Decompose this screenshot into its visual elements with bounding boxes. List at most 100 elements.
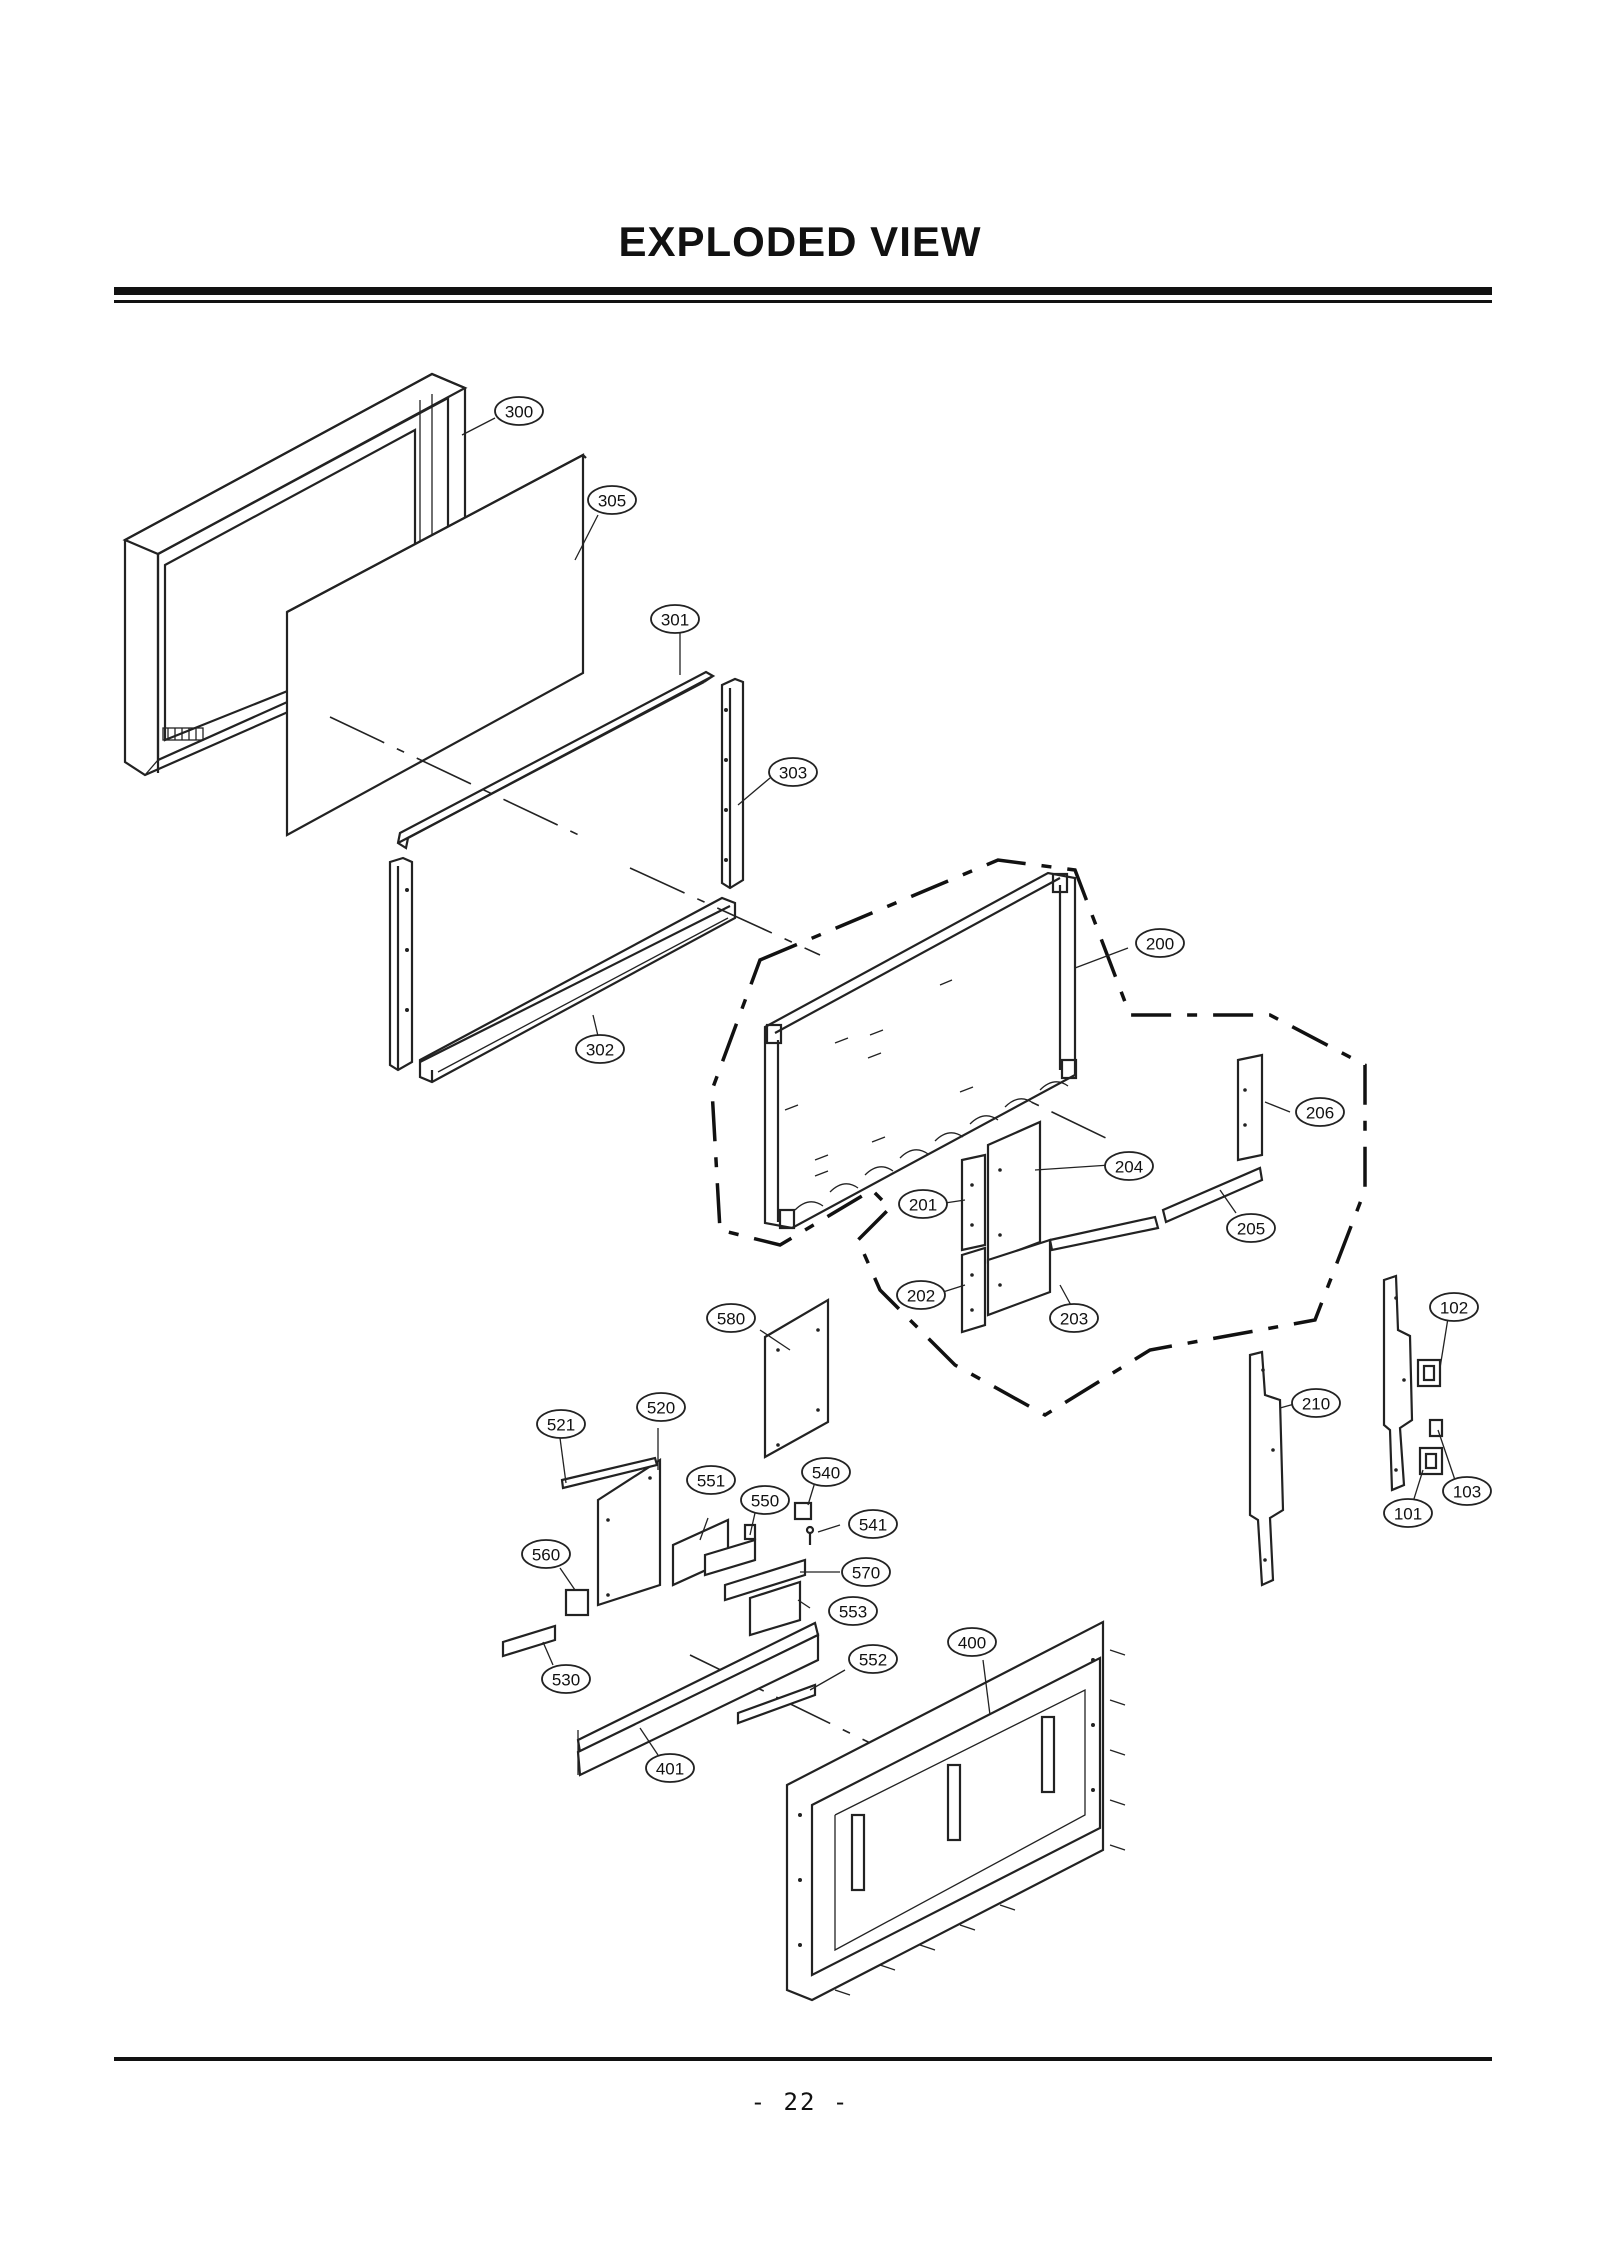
callout-305: 305 [587,485,637,515]
speaker-103-part [1428,1418,1444,1438]
board-520-part [596,1457,662,1607]
bracket-553-part [748,1580,802,1637]
callout-label: 580 [717,1310,745,1329]
callout-bubble [706,1303,756,1333]
callout-302: 302 [575,1034,625,1064]
bracket-570-part [723,1558,807,1602]
callout-bubble [1442,1476,1492,1506]
callout-label: 300 [505,403,533,422]
callout-label: 550 [751,1492,779,1511]
bottom-bracket-part [418,896,737,1084]
callout-bubble [645,1753,695,1783]
callout-551: 551 [686,1465,736,1495]
callout-label: 303 [779,764,807,783]
callout-label: 401 [656,1760,684,1779]
callout-bubble [848,1509,898,1539]
board-203-part [986,1215,1160,1317]
callout-bubble [740,1485,790,1515]
board-580-part [763,1298,830,1459]
callout-206: 206 [1295,1097,1345,1127]
part-550 [703,1523,757,1577]
connector-521-part [560,1456,659,1490]
callout-580: 580 [706,1303,756,1333]
callout-label: 552 [859,1651,887,1670]
callout-label: 400 [958,1634,986,1653]
callout-552: 552 [848,1644,898,1674]
callout-label: 204 [1115,1158,1143,1177]
callout-bubble [841,1557,891,1587]
callout-label: 560 [532,1546,560,1565]
speaker-bracket-210-part [1248,1350,1285,1587]
callout-bubble [898,1189,948,1219]
callout-550: 550 [740,1485,790,1515]
callout-label: 203 [1060,1310,1088,1329]
callout-bubble [686,1465,736,1495]
speaker-101-part [1418,1446,1444,1476]
callout-label: 200 [1146,935,1174,954]
callout-520: 520 [636,1392,686,1422]
right-side-bracket-part [720,677,745,890]
callout-bubble [587,485,637,515]
callout-label: 101 [1394,1505,1422,1524]
callout-label: 302 [586,1041,614,1060]
callout-202: 202 [896,1280,946,1310]
callout-bubble [1104,1151,1154,1181]
callout-553: 553 [828,1596,878,1626]
callout-540: 540 [801,1457,851,1487]
callout-label: 103 [1453,1483,1481,1502]
callout-label: 201 [909,1196,937,1215]
callout-102: 102 [1429,1292,1479,1322]
callout-bubble [768,757,818,787]
callout-label: 305 [598,492,626,511]
callout-521: 521 [536,1409,586,1439]
callout-205: 205 [1226,1213,1276,1243]
callout-label: 553 [839,1603,867,1622]
speaker-bracket-right-part [1382,1274,1414,1492]
board-205-part [1161,1166,1264,1224]
callout-bubble [1135,928,1185,958]
callout-bubble [1383,1498,1433,1528]
callout-label: 551 [697,1472,725,1491]
callout-210: 210 [1291,1388,1341,1418]
board-204-part [986,1120,1042,1264]
board-201-part [960,1153,987,1252]
stand-bracket-401-part [576,1621,820,1777]
callout-label: 530 [552,1671,580,1690]
back-cover-400-part [785,1620,1126,2002]
callout-label: 540 [812,1464,840,1483]
callout-541: 541 [848,1509,898,1539]
callout-bubble [575,1034,625,1064]
left-side-bracket-part [388,856,414,1072]
callout-200: 200 [1135,928,1185,958]
callout-570: 570 [841,1557,891,1587]
callout-bubble [650,604,700,634]
callout-label: 301 [661,611,689,630]
callout-bubble [947,1627,997,1657]
callout-label: 205 [1237,1220,1265,1239]
callout-101: 101 [1383,1498,1433,1528]
part-541 [805,1525,815,1545]
callout-bubble [801,1457,851,1487]
chassis-base-plate-part [763,871,1078,1230]
callout-label: 210 [1302,1395,1330,1414]
board-560-part [564,1588,590,1617]
callout-301: 301 [650,604,700,634]
callout-401: 401 [645,1753,695,1783]
callout-bubble [1049,1303,1099,1333]
callout-bubble [896,1280,946,1310]
callout-bubble [494,396,544,426]
part-540 [793,1501,813,1521]
chassis-group-outline [710,858,1367,1418]
callout-103: 103 [1442,1476,1492,1506]
callout-560: 560 [521,1539,571,1569]
callout-label: 521 [547,1416,575,1435]
callout-bubble [521,1539,571,1569]
callout-label: 520 [647,1399,675,1418]
bracket-552-part [736,1683,817,1725]
glass-panel-part [285,453,587,837]
callout-label: 570 [852,1564,880,1583]
callout-300: 300 [494,396,544,426]
board-530-part [501,1624,557,1658]
callout-label: 102 [1440,1299,1468,1318]
